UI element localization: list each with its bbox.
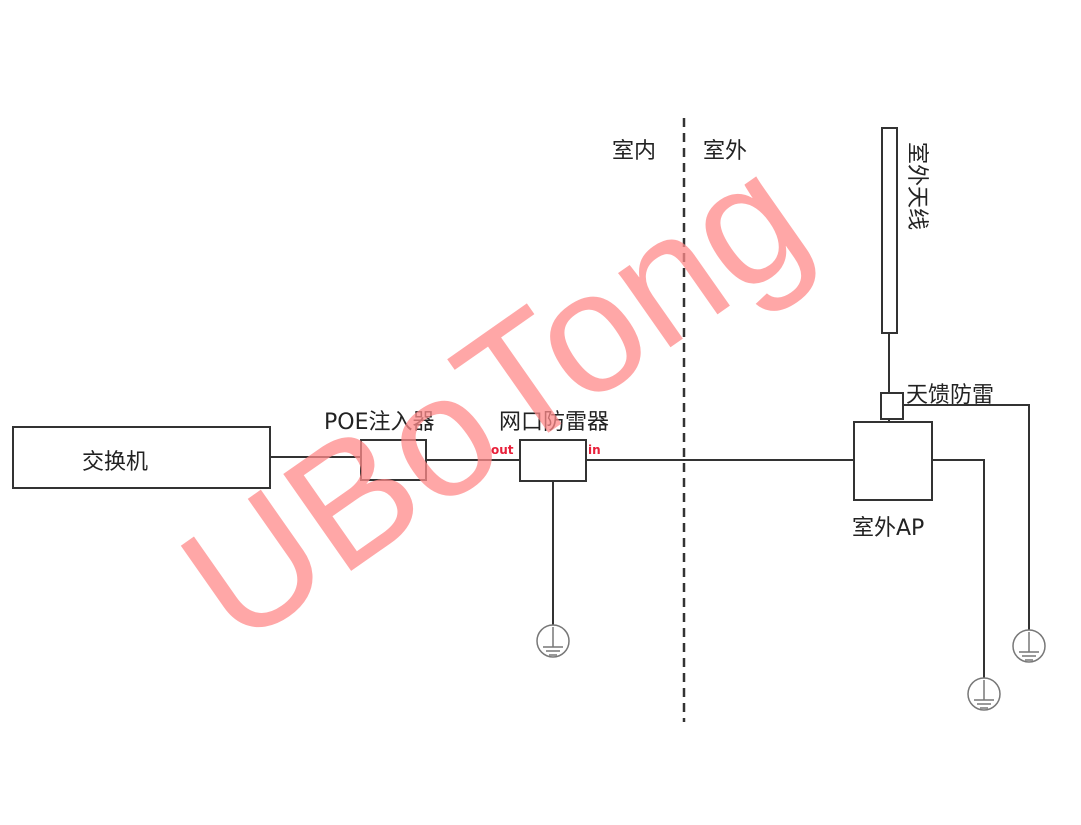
ground-icon <box>967 677 1001 711</box>
network-surge-protector-box <box>519 439 587 482</box>
antenna-surge-protector-label: 天馈防雷 <box>906 383 995 408</box>
switch-box <box>12 426 271 489</box>
network-surge-protector-label: 网口防雷器 <box>499 410 610 435</box>
outdoor-antenna-box <box>881 127 898 334</box>
ground-wire-antenna-surge <box>903 404 1030 630</box>
indoor-label: 室内 <box>612 139 657 164</box>
poe-injector-label: POE注入器 <box>324 410 435 435</box>
switch-label: 交换机 <box>82 450 149 475</box>
outdoor-antenna-label: 室外天线 <box>904 142 929 231</box>
outdoor-label: 室外 <box>703 139 748 164</box>
ground-icon <box>1012 629 1046 663</box>
outdoor-ap-box <box>853 421 933 501</box>
outdoor-ap-label: 室外AP <box>852 516 925 541</box>
poe-injector-box <box>360 439 427 481</box>
ground-wire-ap <box>932 459 985 678</box>
port-out-label: out <box>491 443 514 457</box>
port-in-label: in <box>588 443 601 457</box>
antenna-surge-protector-box <box>880 392 904 420</box>
ground-icon <box>536 624 570 658</box>
